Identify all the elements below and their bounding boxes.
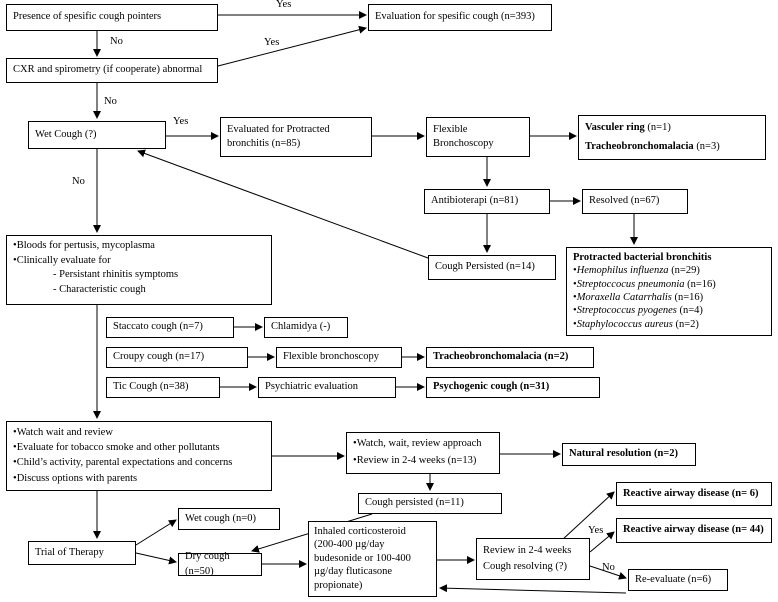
flex-bronch-text: Flexible Bronchoscopy: [433, 123, 494, 149]
label-yes-1: Yes: [276, 0, 292, 10]
tracheo1-n: (n=3): [696, 141, 720, 153]
chlamidya-box: Chlamidya (-): [264, 317, 348, 338]
eval-specific-text: Evaluation for spesific cough (n=393): [375, 11, 535, 23]
cxr-box: CXR and spirometry (if cooperate) abnorm…: [6, 58, 218, 83]
tic-box: Tic Cough (n=38): [106, 377, 220, 398]
croupy-box: Croupy cough (n=17): [106, 347, 248, 368]
pbb-title: Protracted bacterial bronchitis: [573, 252, 712, 263]
watch-box: Watch wait and review Evaluate for tobac…: [6, 421, 272, 491]
tracheo1-text: Tracheobronchomalacia: [585, 141, 694, 153]
resolved-box: Resolved (n=67): [582, 189, 688, 214]
tracheo2-text: Tracheobronchomalacia (n=2): [433, 351, 569, 363]
label-no-4: No: [602, 562, 615, 573]
eval-pbb-text: Evaluated for Protracted bronchitis (n=8…: [227, 123, 330, 149]
trial-box: Trial of Therapy: [28, 541, 136, 565]
staccato-box: Staccato cough (n=7): [106, 317, 234, 338]
ics-text: Inhaled corticosteroid (200-400 µg/day b…: [314, 526, 411, 591]
natural-resolution-text: Natural resolution (n=2): [569, 448, 679, 460]
specific-pointers-box: Presence of spesific cough pointers: [6, 4, 218, 31]
tracheo2-box: Tracheobronchomalacia (n=2): [426, 347, 594, 368]
eval-pbb-box: Evaluated for Protracted bronchitis (n=8…: [220, 117, 372, 157]
vascular-ring-text: Vasculer ring: [585, 122, 645, 133]
reactive6-text: Reactive airway disease (n= 6): [623, 487, 759, 499]
review-line2: Cough resolving (?): [483, 560, 567, 572]
specific-pointers-text: Presence of spesific cough pointers: [13, 11, 162, 23]
wet-cough0-box: Wet cough (n=0): [178, 508, 280, 530]
psychogenic-text: Psychogenic cough (n=31): [433, 381, 550, 393]
resolved-text: Resolved (n=67): [589, 195, 660, 207]
watch-item: Watch wait and review: [13, 425, 265, 440]
psych-eval-box: Psychiatric evaluation: [258, 377, 396, 398]
pbb-item: Staphylococcus aureus (n=2): [573, 318, 765, 331]
pbb-item: Streptoccocus pneumonia (n=16): [573, 278, 765, 291]
watch-item: Evaluate for tobacco smoke and other pol…: [13, 440, 265, 455]
croupy-text: Croupy cough (n=17): [113, 351, 205, 363]
watch-review-item: Watch, wait, review approach: [353, 436, 493, 453]
antibioterapi-text: Antibioterapi (n=81): [431, 195, 519, 207]
reactive6-box: Reactive airway disease (n= 6): [616, 482, 772, 506]
eval-specific-box: Evaluation for spesific cough (n=393): [368, 4, 552, 31]
staccato-text: Staccato cough (n=7): [113, 321, 203, 333]
cough-persisted11-text: Cough persisted (n=11): [365, 497, 464, 509]
flex-bronch2-box: Flexible bronchoscopy: [276, 347, 402, 368]
reactive44-box: Reactive airway disease (n= 44): [616, 518, 772, 543]
flex-bronch-box: Flexible Bronchoscopy: [426, 117, 530, 157]
vascular-ring-n: (n=1): [647, 122, 671, 133]
cough-persisted11-box: Cough persisted (n=11): [358, 493, 502, 514]
pbb-item: Moraxella Catarrhalis (n=16): [573, 291, 765, 304]
label-no-1: No: [110, 36, 123, 47]
bloods-box: Bloods for pertusis, mycoplasma Clinical…: [6, 235, 272, 305]
watch-item: Child’s activity, parental expectations …: [13, 455, 265, 470]
review-line1: Review in 2-4 weeks: [483, 545, 572, 556]
pbb-item: Hemophilus influenza (n=29): [573, 264, 765, 277]
label-yes-2: Yes: [264, 37, 280, 48]
vascular-line: Vasculer ring (n=1): [585, 121, 759, 135]
pbb-item: Streptococcus pyogenes (n=4): [573, 304, 765, 317]
tic-text: Tic Cough (n=38): [113, 381, 189, 393]
arrow-23: [135, 552, 177, 565]
arrow-22: [135, 519, 177, 546]
watch-review-item: Review in 2-4 weeks (n=13): [353, 453, 493, 470]
cough-persisted14-text: Cough Persisted (n=14): [435, 261, 535, 273]
vascular-box: Vasculer ring (n=1) Tracheobronchomalaci…: [578, 115, 766, 160]
chlamidya-text: Chlamidya (-): [271, 321, 331, 333]
antibioterapi-box: Antibioterapi (n=81): [424, 189, 550, 214]
pbb-list: Hemophilus influenza (n=29) Streptoccocu…: [573, 264, 765, 331]
wet-cough-box: Wet Cough (?): [28, 121, 166, 149]
watch-item: Discuss options with parents: [13, 471, 265, 486]
bloods-line2: Clinically evaluate for: [13, 254, 265, 269]
label-yes-3: Yes: [173, 116, 189, 127]
cxr-text: CXR and spirometry (if cooperate) abnorm…: [13, 64, 203, 76]
ics-box: Inhaled corticosteroid (200-400 µg/day b…: [308, 521, 437, 597]
watch-review-box: Watch, wait, review approach Review in 2…: [346, 432, 500, 474]
bloods-line1: Bloods for pertusis, mycoplasma: [13, 239, 265, 254]
pbb-box: Protracted bacterial bronchitis Hemophil…: [566, 247, 772, 336]
re-evaluate-text: Re-evaluate (n=6): [635, 573, 712, 585]
bloods-line3: - Persistant rhinitis symptoms: [53, 269, 179, 281]
natural-resolution-box: Natural resolution (n=2): [562, 443, 696, 466]
review-box: Review in 2-4 weeks Cough resolving (?): [476, 538, 590, 580]
wet-cough-text: Wet Cough (?): [35, 128, 97, 140]
dry-cough-text: Dry cough (n=50): [185, 551, 230, 577]
trial-text: Trial of Therapy: [35, 546, 104, 558]
bloods-line4: - Characteristic cough: [53, 284, 146, 296]
wet-cough0-text: Wet cough (n=0): [185, 512, 256, 524]
dry-cough-box: Dry cough (n=50): [178, 551, 262, 577]
arrow-29: [439, 584, 627, 594]
tracheo1-line: Tracheobronchomalacia (n=3): [585, 140, 759, 154]
psych-eval-text: Psychiatric evaluation: [265, 381, 359, 393]
reactive44-text: Reactive airway disease (n= 44): [623, 524, 764, 536]
flex-bronch2-text: Flexible bronchoscopy: [283, 351, 379, 363]
re-evaluate-box: Re-evaluate (n=6): [628, 569, 728, 591]
arrow-yes-2: [217, 25, 367, 67]
label-no-3: No: [72, 176, 85, 187]
cough-persisted14-box: Cough Persisted (n=14): [428, 255, 556, 280]
psychogenic-box: Psychogenic cough (n=31): [426, 377, 600, 398]
label-yes-4: Yes: [588, 525, 604, 536]
label-no-2: No: [104, 96, 117, 107]
